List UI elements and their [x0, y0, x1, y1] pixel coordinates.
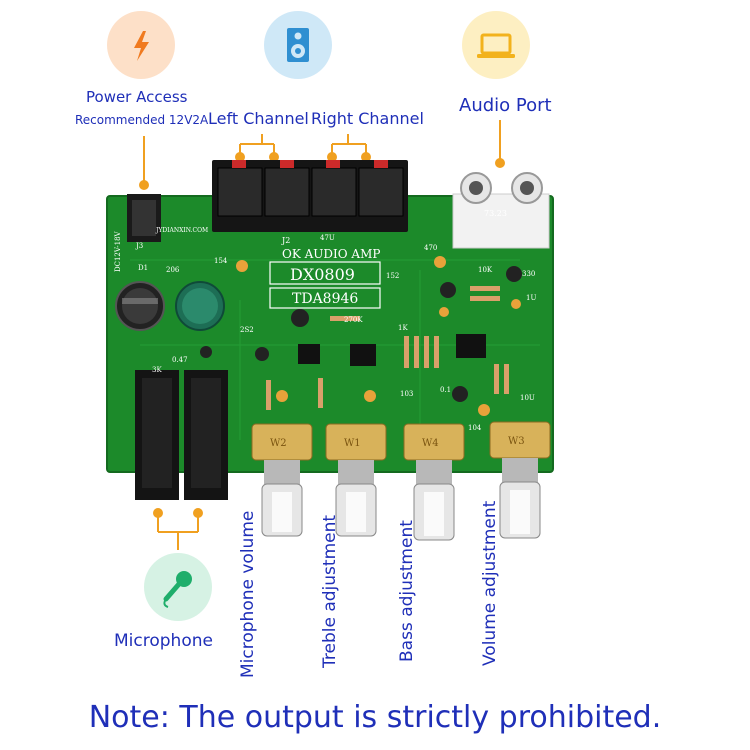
component-1u: 1U [526, 294, 536, 302]
component-47u: 47U [320, 234, 335, 242]
board-line1: OK AUDIO AMP [282, 247, 380, 261]
component-104: 104 [468, 424, 482, 432]
component-330: 330 [522, 270, 535, 278]
potentiometer-volume [489, 421, 551, 539]
component-3k: 3K [152, 366, 162, 374]
audio-port-leader [495, 120, 505, 168]
microphone-label: Microphone [114, 631, 213, 651]
component-206: 206 [166, 266, 180, 274]
microphone-icon [163, 571, 192, 608]
component-152: 152 [386, 272, 399, 280]
component-j3: J3 [135, 242, 143, 250]
component-j2: J2 [281, 236, 290, 245]
power-recommendation-label: Recommended 12V2A [75, 113, 209, 127]
left-channel-label: Left Channel [208, 109, 309, 128]
microphone-icon-circle [144, 553, 212, 621]
component-047: 0.47 [172, 356, 188, 364]
board-model: DX0809 [290, 265, 355, 284]
board-chip: TDA8946 [292, 291, 358, 307]
component-2s2: 2S2 [240, 326, 254, 334]
pot-label-w3: W3 [508, 436, 525, 447]
component-d1: D1 [138, 264, 148, 272]
potentiometer-microphone [251, 423, 313, 537]
component-10u: 10U [520, 394, 535, 402]
rca-jacks [452, 172, 550, 249]
power-leader-line [139, 136, 149, 190]
ic-chip-3 [298, 344, 320, 364]
board-brand: JYDIANXIN.COM [155, 227, 208, 234]
pot-label-w4: W4 [422, 438, 439, 449]
microphone-volume-label: Microphone volume [238, 510, 258, 678]
right-channel-leader [327, 134, 371, 162]
board-date: 73.23 [484, 209, 507, 218]
speaker-icon [287, 28, 309, 62]
ic-chip-2 [456, 334, 486, 358]
component-470: 470 [424, 244, 437, 252]
component-270k: 270K [344, 316, 363, 324]
microphone-leader [153, 508, 203, 550]
lightning-bolt-icon [134, 31, 149, 61]
power-access-label: Power Access [86, 88, 188, 106]
note-text: Note: The output is strictly prohibited. [88, 700, 662, 735]
component-01: 0.1 [440, 386, 451, 394]
potentiometer-treble [325, 423, 387, 537]
audio-port-label: Audio Port [459, 95, 552, 116]
component-1k: 1K [398, 324, 408, 332]
speaker-icon-circle [264, 11, 332, 79]
component-10k: 10K [478, 266, 493, 274]
pot-label-w1: W1 [344, 438, 361, 449]
ic-chip-1 [350, 344, 376, 366]
treble-adjustment-label: Treble adjustment [320, 514, 340, 668]
volume-adjustment-label: Volume adjustment [480, 500, 500, 666]
component-103: 103 [400, 390, 413, 398]
left-channel-leader [235, 134, 279, 162]
power-icon-circle [107, 11, 175, 79]
audio-icon-circle [462, 11, 530, 79]
board-voltage: DC12V-18V [114, 230, 122, 272]
pot-label-w2: W2 [270, 438, 287, 449]
laptop-icon [477, 33, 515, 58]
potentiometer-bass [403, 423, 465, 541]
bass-adjustment-label: Bass adjustment [397, 520, 417, 662]
component-154: 154 [214, 257, 228, 265]
right-channel-label: Right Channel [311, 109, 424, 128]
